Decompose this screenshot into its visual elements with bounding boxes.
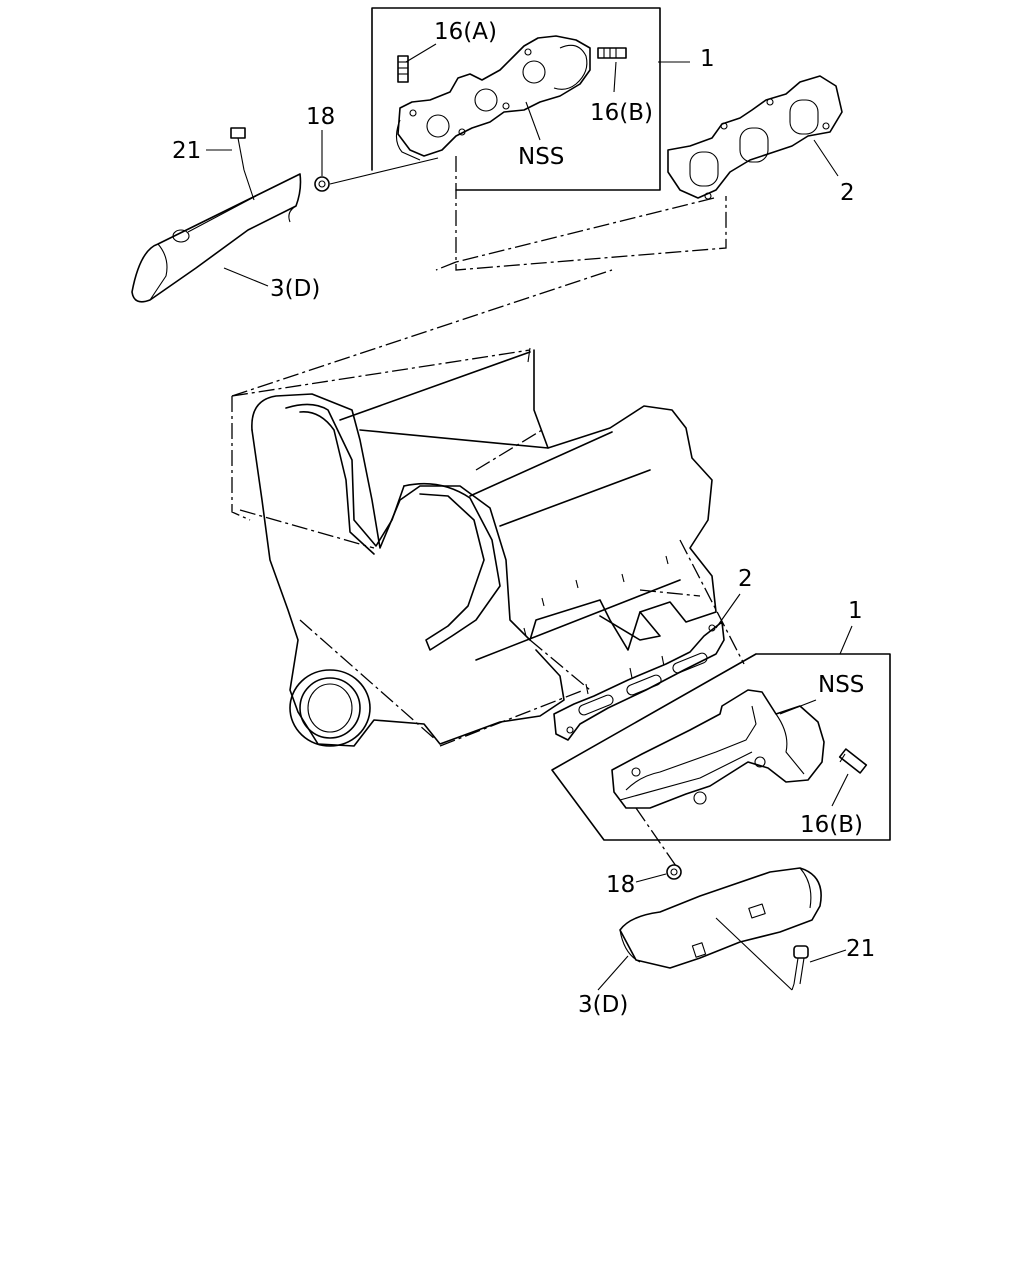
label-16b-upper: 16(B) bbox=[590, 100, 653, 126]
upper-nut-18 bbox=[314, 176, 330, 192]
label-3d-upper: 3(D) bbox=[270, 276, 320, 302]
upper-gasket bbox=[667, 75, 843, 200]
lower-gasket bbox=[553, 621, 725, 741]
upper-manifold-callout-box bbox=[371, 7, 661, 191]
lower-manifold-callout-box bbox=[551, 653, 891, 841]
label-16a-upper: 16(A) bbox=[434, 19, 497, 45]
upper-stud-16a bbox=[397, 55, 409, 83]
upper-exhaust-manifold bbox=[395, 35, 591, 161]
upper-stud-16b bbox=[597, 47, 627, 59]
label-nss-upper: NSS bbox=[518, 144, 564, 170]
label-21-lower: 21 bbox=[846, 936, 875, 962]
upper-heat-shield bbox=[131, 173, 302, 303]
lower-exhaust-manifold bbox=[611, 689, 825, 809]
label-18-lower: 18 bbox=[606, 872, 635, 898]
label-2-upper: 2 bbox=[840, 180, 855, 206]
lower-nut-18 bbox=[666, 864, 682, 880]
upper-bolt-21 bbox=[230, 127, 255, 201]
label-1-lower: 1 bbox=[848, 598, 863, 624]
label-3d-lower: 3(D) bbox=[578, 992, 628, 1018]
lower-stud-16b bbox=[838, 748, 868, 774]
engine-block bbox=[251, 347, 717, 747]
label-21-upper: 21 bbox=[172, 138, 201, 164]
label-2-lower: 2 bbox=[738, 566, 753, 592]
label-16b-lower: 16(B) bbox=[800, 812, 863, 838]
label-nss-lower: NSS bbox=[818, 672, 864, 698]
lower-heat-shield bbox=[619, 867, 822, 969]
label-18-upper: 18 bbox=[306, 104, 335, 130]
lower-bolt-21 bbox=[793, 945, 809, 985]
label-1-upper: 1 bbox=[700, 46, 715, 72]
